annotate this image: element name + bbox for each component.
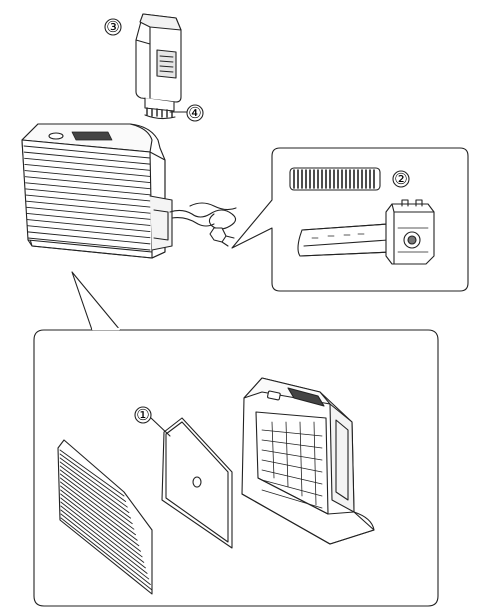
callout-2-circle <box>392 170 410 188</box>
cover-slat <box>59 477 136 536</box>
cover-slat <box>60 513 151 585</box>
louvre-slat <box>27 225 151 239</box>
cover-slat <box>59 469 133 525</box>
louvre-slat <box>26 206 151 220</box>
cover-slat <box>60 489 141 552</box>
callout-3-circle <box>104 18 122 36</box>
filter-roll <box>289 167 381 191</box>
main-body-exploded <box>241 377 375 545</box>
cover-slat <box>59 453 127 502</box>
front-cover-exploded <box>57 439 153 595</box>
louvre-slat <box>27 231 151 245</box>
louvre-slat <box>23 151 151 165</box>
louvre-slat <box>24 157 151 171</box>
cavity-rib <box>261 459 323 473</box>
cavity-post <box>271 421 275 479</box>
callout-4: ④ <box>188 104 201 122</box>
cavity-post <box>313 421 317 506</box>
callout-2: ② <box>394 170 407 188</box>
callout-4-circle <box>186 104 204 122</box>
cover-slat <box>60 493 143 558</box>
louvre-slat <box>25 182 151 196</box>
louvre-slat <box>26 219 151 233</box>
front-louvre-panel <box>21 139 153 253</box>
cavity-rib <box>261 469 323 485</box>
filter-tray <box>297 199 435 265</box>
cavity-post <box>285 421 289 488</box>
louvre-slat <box>24 176 151 190</box>
cover-slat <box>59 457 128 508</box>
louvre-slat <box>27 237 151 251</box>
cap-leader <box>169 104 204 122</box>
cover-slat <box>60 505 148 574</box>
water-tank <box>135 13 182 120</box>
power-cord <box>169 202 237 247</box>
louvre-slat <box>23 145 151 159</box>
cavity-post <box>299 421 303 497</box>
louvre-slat <box>25 194 151 208</box>
callout-1-leader <box>150 417 171 437</box>
cover-slat <box>60 497 145 563</box>
louvre-slat <box>25 188 151 202</box>
pointer-lines <box>71 271 121 331</box>
louvre-slat <box>24 163 151 177</box>
cover-slat <box>60 485 140 547</box>
cavity-rib <box>261 439 323 449</box>
power-button <box>48 132 64 140</box>
cover-slat <box>60 517 153 591</box>
callout-1-circle <box>134 406 152 424</box>
cover-slat <box>59 473 135 530</box>
humidifier-unit <box>21 123 173 259</box>
top-vent-grille <box>71 131 113 141</box>
cover-slat <box>60 509 150 580</box>
callout-1: ① <box>136 406 149 424</box>
cover-slat <box>59 465 132 519</box>
filter-sheet <box>161 417 233 549</box>
cover-slat <box>60 481 138 541</box>
louvre-slat <box>26 213 151 226</box>
louvre-slat <box>25 200 151 214</box>
callout-3: ③ <box>106 18 119 36</box>
louvre-slat <box>24 170 151 183</box>
cover-slat <box>60 501 146 569</box>
cover-slat <box>59 449 125 497</box>
cavity-rib <box>261 489 323 509</box>
cavity-rib <box>261 449 323 461</box>
cover-slat <box>59 461 130 514</box>
cavity-rib <box>261 479 323 497</box>
